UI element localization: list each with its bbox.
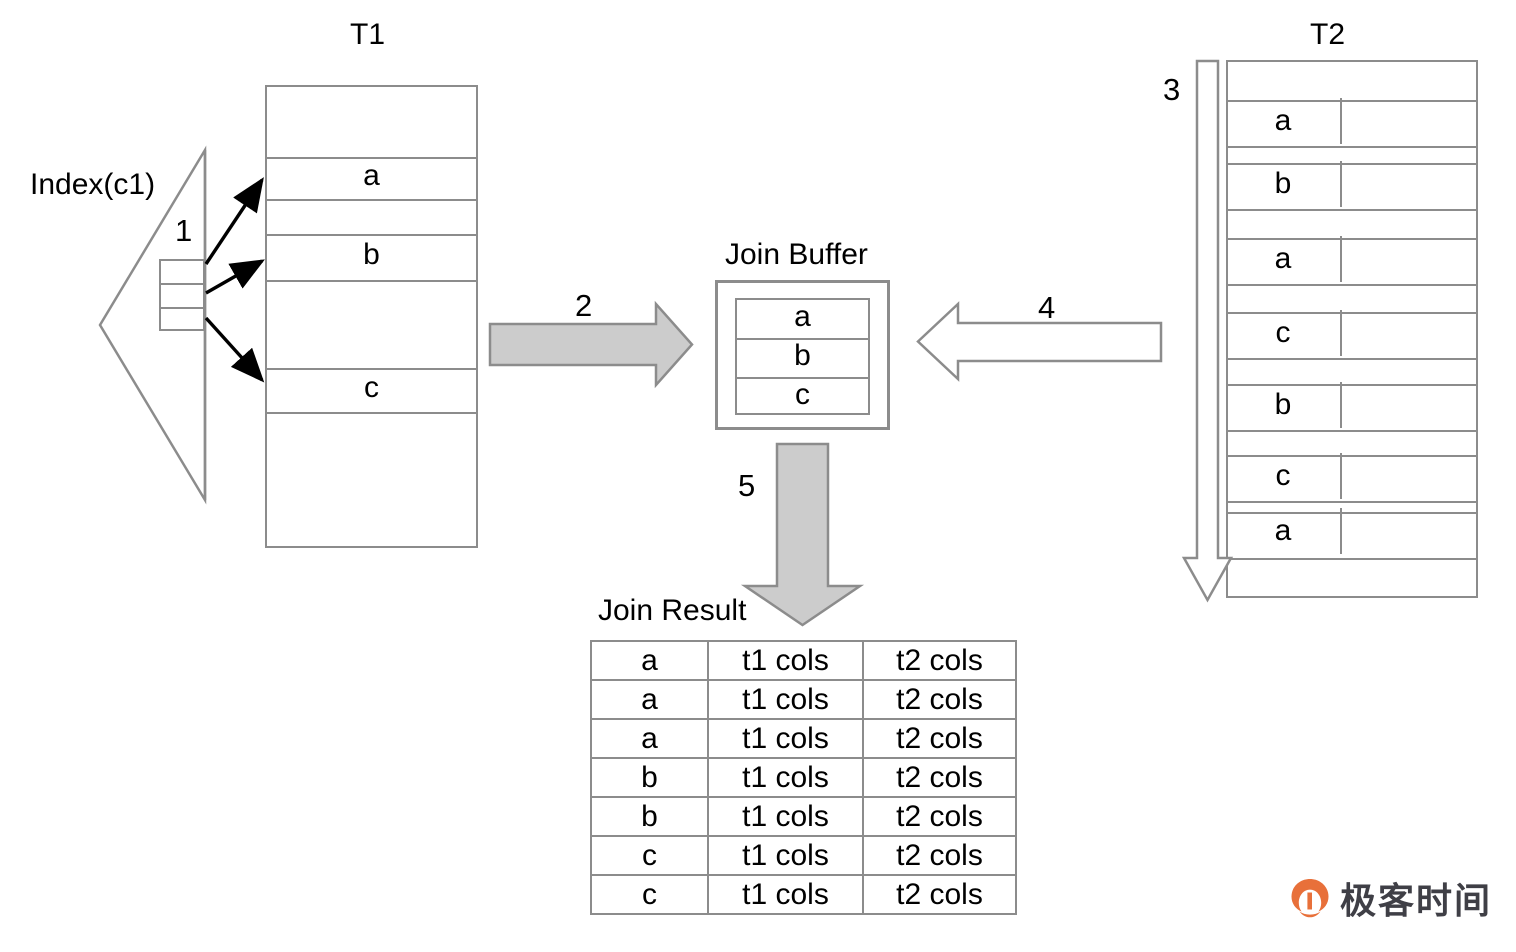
t1-title: T1 (350, 18, 386, 51)
join-result-key-cell: b (590, 796, 709, 837)
t2-divider (1226, 384, 1478, 386)
join-result-cols-cell: t2 cols (862, 874, 1017, 915)
join-buffer-divider (735, 377, 870, 379)
t2-column-divider (1340, 453, 1342, 499)
t2-divider (1226, 209, 1478, 211)
join-result-key-cell: b (590, 757, 709, 798)
arrow-step-5 (740, 442, 865, 627)
t2-table (1226, 60, 1478, 598)
index-entry-box (159, 259, 205, 331)
t1-divider (265, 412, 478, 414)
t2-column-divider (1340, 98, 1342, 144)
geektime-q-mark (1288, 876, 1332, 920)
join-result-key-cell: c (590, 874, 709, 915)
join-result-cols-cell: t2 cols (862, 679, 1017, 720)
join-result-cols-cell: t2 cols (862, 757, 1017, 798)
step-3-label: 3 (1163, 72, 1181, 107)
join-result-key-cell: a (590, 718, 709, 759)
t2-cell-value: b (1274, 388, 1292, 421)
t2-divider (1226, 430, 1478, 432)
t2-divider (1226, 312, 1478, 314)
join-buffer-divider (735, 338, 870, 340)
t2-column-divider (1340, 161, 1342, 207)
t2-column-divider (1340, 382, 1342, 428)
index-to-row-pointers (204, 177, 265, 383)
t2-column-divider (1340, 236, 1342, 282)
t1-divider (265, 234, 478, 236)
step-1-label: 1 (175, 213, 193, 248)
t1-cell-value: a (363, 159, 380, 192)
t2-column-divider (1340, 508, 1342, 554)
t1-cell-value: c (364, 371, 379, 404)
t2-cell-value: b (1274, 167, 1292, 200)
join-result-cols-cell: t1 cols (707, 874, 864, 915)
t2-title: T2 (1310, 18, 1346, 51)
t2-cell-value: c (1275, 316, 1291, 349)
t2-divider (1226, 501, 1478, 503)
join-buffer-cell: c (795, 378, 810, 411)
t2-divider (1226, 146, 1478, 148)
join-result-cols-cell: t2 cols (862, 835, 1017, 876)
t2-cell-value: a (1274, 242, 1292, 275)
join-result-cols-cell: t2 cols (862, 640, 1017, 681)
join-result-title: Join Result (598, 594, 747, 627)
join-result-cols-cell: t1 cols (707, 796, 864, 837)
t2-divider (1226, 558, 1478, 560)
join-result-cols-cell: t1 cols (707, 640, 864, 681)
join-result-cols-cell: t1 cols (707, 679, 864, 720)
t2-divider (1226, 238, 1478, 240)
geektime-logo: 极客时间 (1288, 872, 1492, 924)
join-buffer-title: Join Buffer (725, 238, 868, 271)
join-result-cols-cell: t1 cols (707, 757, 864, 798)
t1-cell-value: b (363, 238, 380, 271)
t1-table (265, 85, 478, 548)
t1-divider (265, 199, 478, 201)
t1-divider (265, 157, 478, 159)
t2-divider (1226, 163, 1478, 165)
index-entry-divider (159, 307, 205, 309)
join-result-cols-cell: t1 cols (707, 718, 864, 759)
t2-cell-value: a (1274, 104, 1292, 137)
join-buffer-cell: b (794, 338, 811, 372)
join-result-key-cell: a (590, 679, 709, 720)
step-4-label: 4 (1038, 290, 1056, 325)
join-result-key-cell: a (590, 640, 709, 681)
t2-cell-value: a (1274, 514, 1292, 547)
t2-column-divider (1340, 310, 1342, 356)
t2-divider (1226, 512, 1478, 514)
t2-divider (1226, 455, 1478, 457)
t2-cell-value: c (1275, 459, 1291, 492)
index-label: Index(c1) (30, 168, 156, 201)
join-result-key-cell: c (590, 835, 709, 876)
t2-divider (1226, 284, 1478, 286)
join-result-cols-cell: t2 cols (862, 718, 1017, 759)
t1-divider (265, 280, 478, 282)
t2-divider (1226, 100, 1478, 102)
arrow-step-3 (1181, 59, 1234, 603)
join-buffer-inner-table (735, 298, 870, 415)
t2-divider (1226, 358, 1478, 360)
index-entry-divider (159, 283, 205, 285)
geektime-logo-text: 极客时间 (1340, 881, 1493, 922)
step-5-label: 5 (738, 468, 756, 503)
join-result-cols-cell: t1 cols (707, 835, 864, 876)
join-buffer-cell: a (794, 300, 811, 333)
join-result-cols-cell: t2 cols (862, 796, 1017, 837)
t1-divider (265, 368, 478, 370)
step-2-label: 2 (575, 288, 593, 323)
